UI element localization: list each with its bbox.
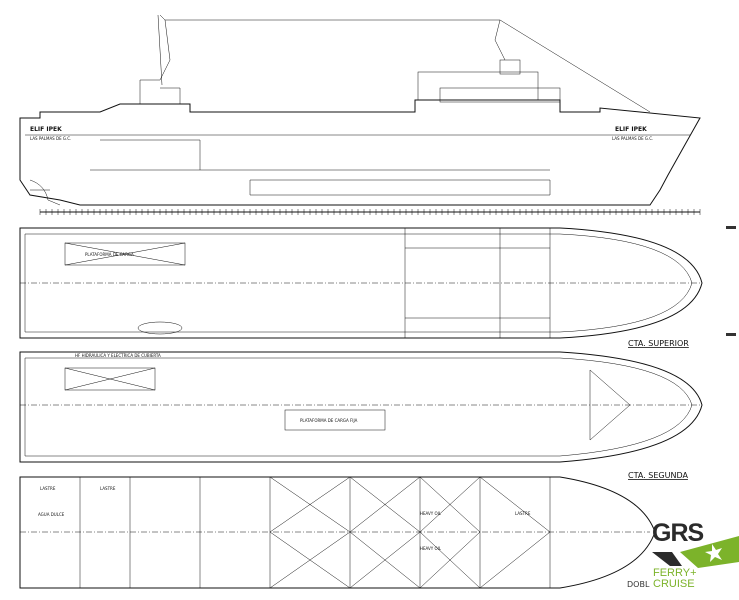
tank-label: HEAVY OIL — [420, 511, 442, 516]
logo-cruise: CRUISE — [653, 578, 695, 590]
upper-deck-title: CTA. SUPERIOR — [628, 339, 689, 348]
tank-label: AGUA DULCE — [38, 512, 65, 517]
logo-ferry: FERRY+ — [653, 567, 697, 579]
scale-mark — [726, 226, 736, 229]
ship-name-aft: ELIF IPEK — [30, 126, 62, 133]
tank-label: HEAVY OIL — [420, 546, 442, 551]
grs-logo-icon — [652, 536, 739, 568]
logo-brand: GRS — [652, 519, 704, 547]
frame-ruler — [39, 209, 701, 215]
upper-platform-label: PLATAFORMA DE CARGA — [85, 252, 134, 257]
tank-label: LASTRE — [515, 511, 531, 516]
second-deck-title: CTA. SEGUNDA — [628, 471, 688, 480]
port-fwd: LAS PALMAS DE G.C. — [612, 136, 653, 141]
port-aft: LAS PALMAS DE G.C. — [30, 136, 71, 141]
tank-label: LASTRE — [100, 486, 116, 491]
ship-name-fwd: ELIF IPEK — [615, 126, 647, 133]
tank-label: LASTRE — [40, 486, 56, 491]
scale-mark — [726, 333, 736, 336]
ship-profile: ELIF IPEK LAS PALMAS DE G.C. ELIF IPEK L… — [19, 14, 701, 215]
upper-deck-plan: PLATAFORMA DE CARGA CTA. SUPERIOR — [19, 227, 703, 348]
second-deck-note: HF HIDRAULICA Y ELECTRICA DE CUBIERTA — [75, 353, 161, 358]
second-deck-plan: PLATAFORMA DE CARGA FIJA HF HIDRAULICA Y… — [19, 351, 703, 480]
second-platform-label: PLATAFORMA DE CARGA FIJA — [300, 418, 358, 423]
double-bottom-plan: LASTRE AGUA DULCE HEAVY OIL LASTRE HEAVY… — [19, 476, 656, 589]
double-bottom-title: DOBL — [627, 580, 650, 589]
